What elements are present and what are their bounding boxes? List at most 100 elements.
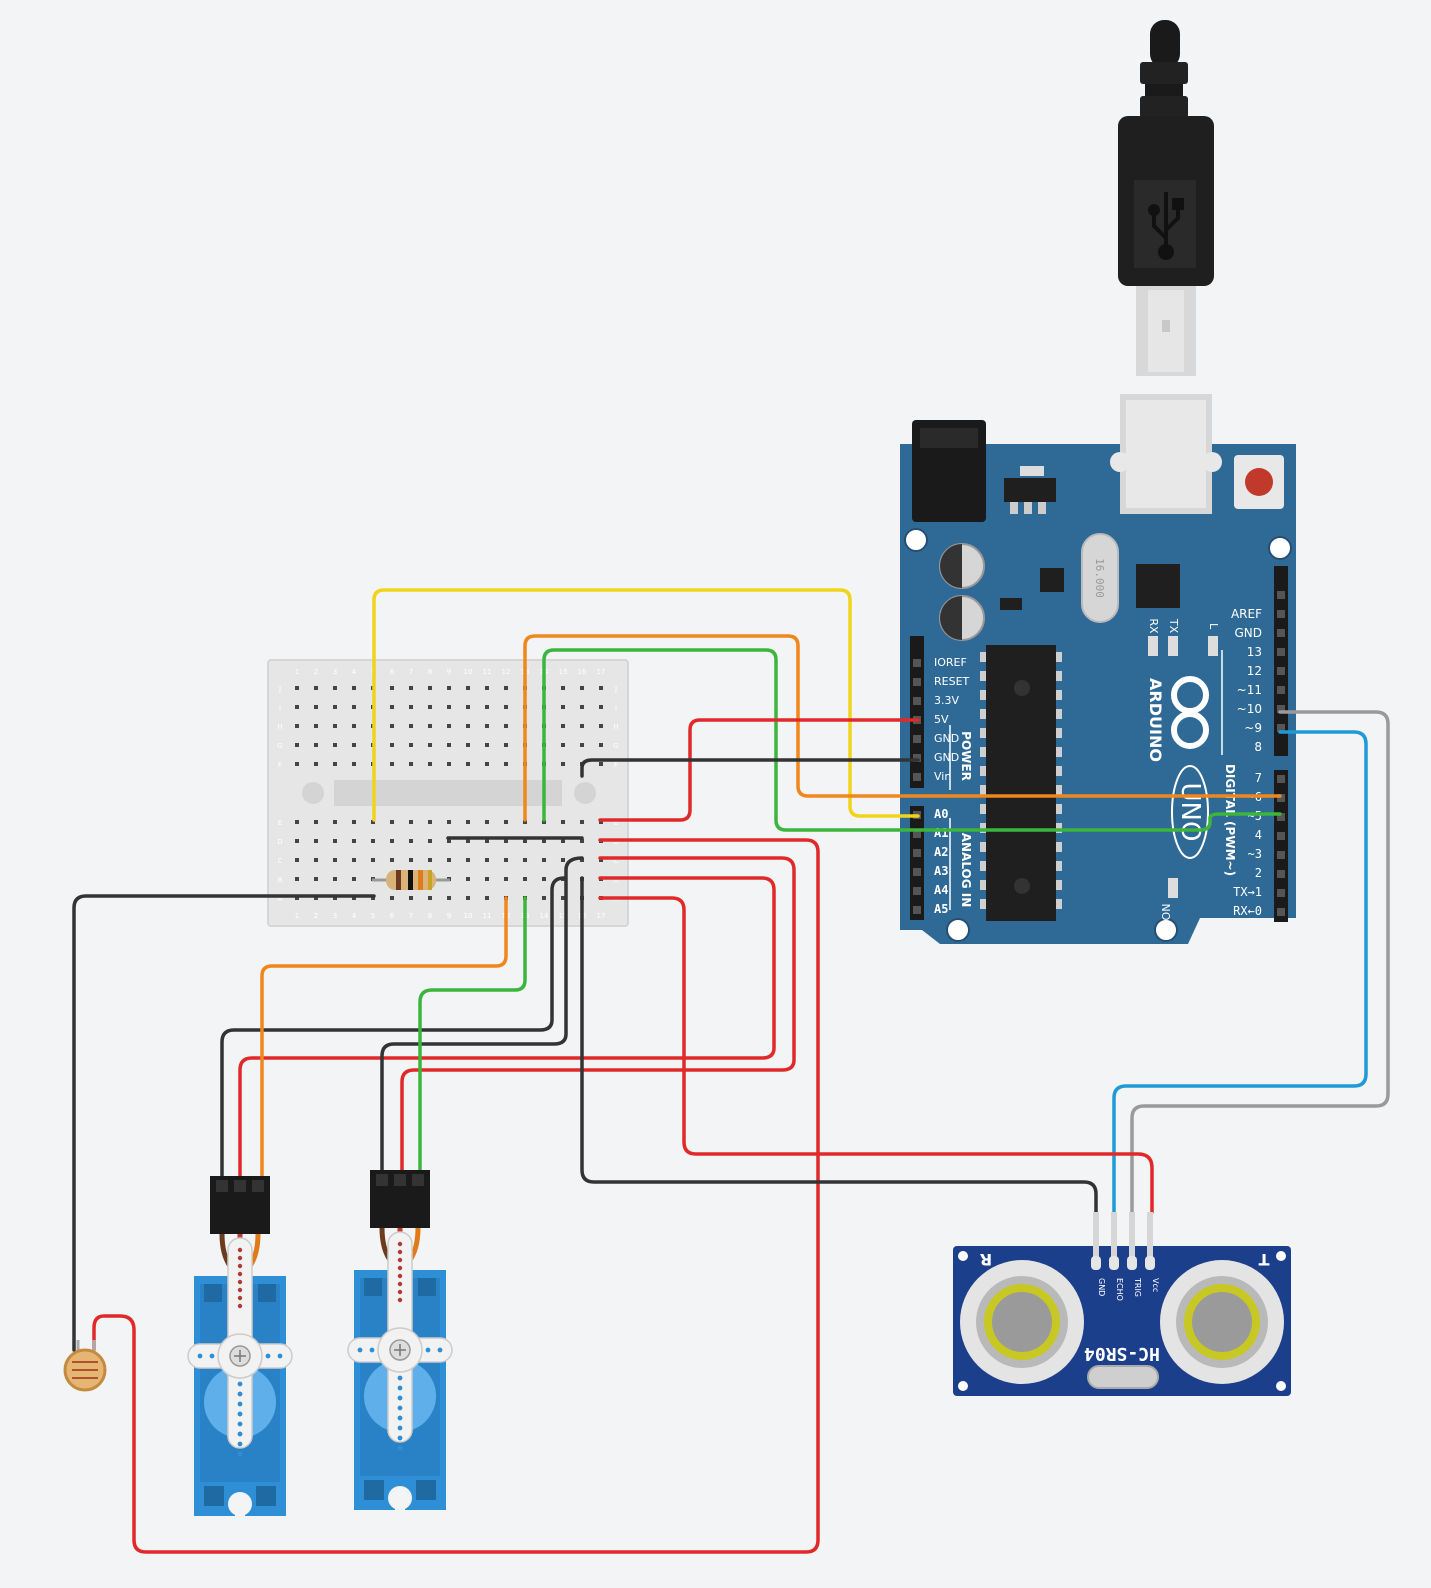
breadboard-hole[interactable] [561,820,565,824]
breadboard-hole[interactable] [485,743,489,747]
breadboard-hole[interactable] [428,724,432,728]
breadboard-hole[interactable] [333,743,337,747]
breadboard-hole[interactable] [523,858,527,862]
breadboard-hole[interactable] [523,820,527,824]
header-socket[interactable] [1277,629,1285,637]
breadboard-hole[interactable] [466,762,470,766]
breadboard-hole[interactable] [352,839,356,843]
sensor-pin[interactable] [1093,1212,1099,1258]
breadboard-hole[interactable] [295,743,299,747]
breadboard-hole[interactable] [485,858,489,862]
breadboard-hole[interactable] [295,858,299,862]
breadboard-hole[interactable] [447,724,451,728]
breadboard-hole[interactable] [333,705,337,709]
breadboard-hole[interactable] [314,743,318,747]
header-socket[interactable] [1277,851,1285,859]
header-socket[interactable] [913,754,921,762]
breadboard-hole[interactable] [466,724,470,728]
breadboard-hole[interactable] [447,839,451,843]
breadboard-hole[interactable] [390,686,394,690]
breadboard-hole[interactable] [447,858,451,862]
breadboard-hole[interactable] [599,743,603,747]
breadboard-hole[interactable] [333,839,337,843]
breadboard-hole[interactable] [371,858,375,862]
header-socket[interactable] [1277,724,1285,732]
breadboard-hole[interactable] [599,762,603,766]
breadboard-hole[interactable] [428,762,432,766]
header-socket[interactable] [1277,686,1285,694]
breadboard-hole[interactable] [485,686,489,690]
breadboard-hole[interactable] [428,839,432,843]
breadboard-hole[interactable] [409,858,413,862]
breadboard-hole[interactable] [447,896,451,900]
header-socket[interactable] [913,887,921,895]
breadboard-hole[interactable] [504,705,508,709]
breadboard-hole[interactable] [371,896,375,900]
breadboard-hole[interactable] [390,858,394,862]
breadboard-hole[interactable] [599,858,603,862]
breadboard-hole[interactable] [409,705,413,709]
breadboard-hole[interactable] [352,705,356,709]
breadboard-hole[interactable] [390,839,394,843]
header-socket[interactable] [913,868,921,876]
breadboard-hole[interactable] [333,762,337,766]
breadboard-hole[interactable] [314,877,318,881]
header-socket[interactable] [1277,775,1285,783]
breadboard-hole[interactable] [428,686,432,690]
breadboard-hole[interactable] [542,858,546,862]
breadboard-hole[interactable] [542,839,546,843]
breadboard-hole[interactable] [314,858,318,862]
breadboard-hole[interactable] [504,686,508,690]
header-socket[interactable] [1277,870,1285,878]
breadboard-hole[interactable] [314,762,318,766]
header-socket[interactable] [1277,889,1285,897]
reset-button[interactable] [1234,455,1284,509]
breadboard-hole[interactable] [580,724,584,728]
breadboard-hole[interactable] [466,858,470,862]
header-socket[interactable] [1277,705,1285,713]
header-socket[interactable] [913,849,921,857]
breadboard-hole[interactable] [485,896,489,900]
header-socket[interactable] [1277,794,1285,802]
breadboard-hole[interactable] [466,896,470,900]
breadboard-hole[interactable] [447,686,451,690]
breadboard-hole[interactable] [333,724,337,728]
breadboard-hole[interactable] [409,839,413,843]
breadboard-hole[interactable] [352,858,356,862]
sensor-pin[interactable] [1147,1212,1153,1258]
breadboard-hole[interactable] [352,686,356,690]
breadboard-hole[interactable] [523,877,527,881]
header-socket[interactable] [1277,610,1285,618]
header-socket[interactable] [913,830,921,838]
breadboard-hole[interactable] [542,820,546,824]
header-socket[interactable] [1277,813,1285,821]
breadboard-hole[interactable] [561,762,565,766]
breadboard-hole[interactable] [390,724,394,728]
breadboard-hole[interactable] [599,686,603,690]
breadboard-hole[interactable] [447,820,451,824]
breadboard-hole[interactable] [295,839,299,843]
breadboard-hole[interactable] [580,858,584,862]
breadboard-hole[interactable] [409,724,413,728]
breadboard-hole[interactable] [599,705,603,709]
breadboard-hole[interactable] [409,743,413,747]
breadboard-hole[interactable] [295,820,299,824]
resistor[interactable] [372,870,450,890]
breadboard-hole[interactable] [504,820,508,824]
breadboard-hole[interactable] [314,705,318,709]
breadboard-hole[interactable] [466,820,470,824]
breadboard-hole[interactable] [580,820,584,824]
header-socket[interactable] [913,773,921,781]
breadboard-hole[interactable] [333,896,337,900]
breadboard-hole[interactable] [485,839,489,843]
breadboard-hole[interactable] [352,743,356,747]
breadboard-hole[interactable] [352,724,356,728]
breadboard-hole[interactable] [352,762,356,766]
breadboard-hole[interactable] [390,705,394,709]
breadboard-hole[interactable] [295,705,299,709]
sensor-pin[interactable] [1129,1212,1135,1258]
breadboard-hole[interactable] [295,724,299,728]
breadboard-hole[interactable] [542,877,546,881]
breadboard-hole[interactable] [466,743,470,747]
